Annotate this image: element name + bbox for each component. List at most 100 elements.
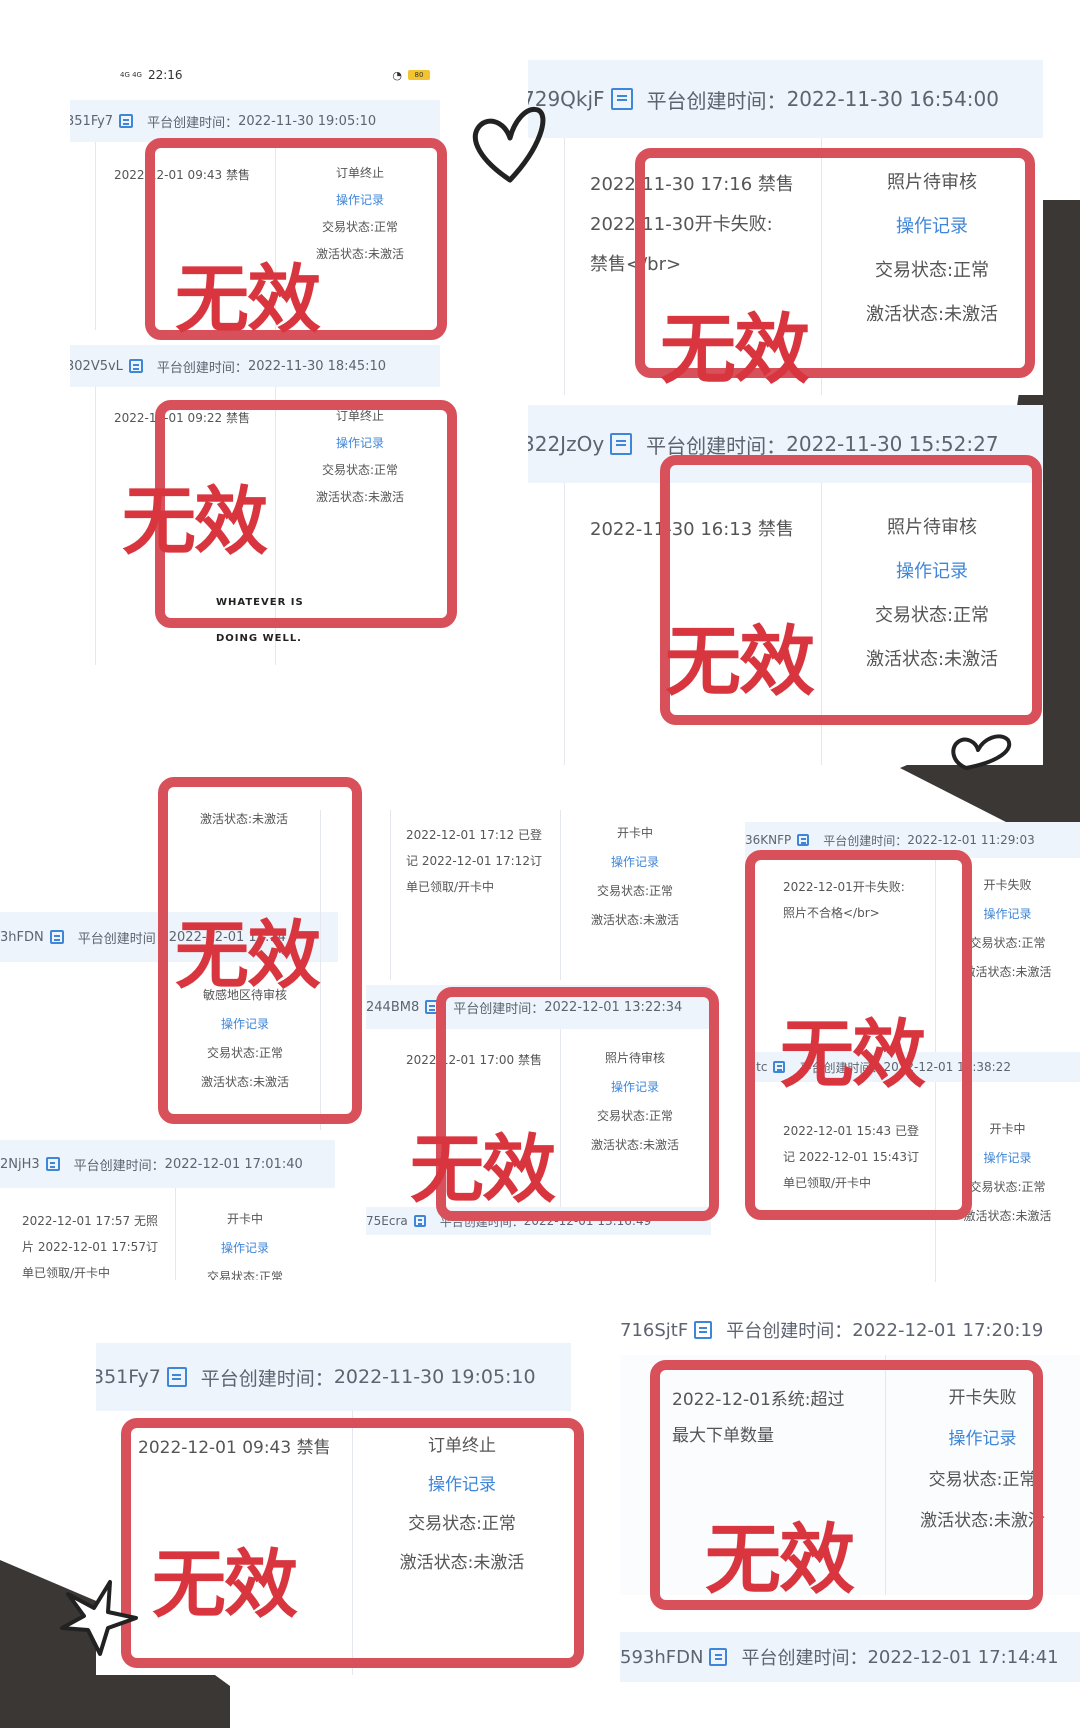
order-status: 照片待审核	[887, 517, 977, 538]
created-label: 平台创建时间：	[726, 1321, 853, 1342]
ops-record-link[interactable]: 操作记录	[948, 1429, 1017, 1449]
invalid-stamp: 无效	[780, 1012, 926, 1098]
order-log-line: 2022-12-01系统:超过	[672, 1390, 845, 1410]
created-label: 平台创建时间：	[799, 1060, 884, 1075]
order-log-line: 2022-12-01 09:43 禁售	[138, 1438, 331, 1458]
activation-status: 激活状态:未激活	[865, 649, 999, 670]
battery-icon: 80	[408, 70, 430, 80]
invalid-stamp: 无效	[705, 1515, 855, 1604]
ops-record-link[interactable]: 操作记录	[983, 907, 1032, 921]
order-code: 2NjH3	[0, 1156, 40, 1172]
ops-record-link[interactable]: 操作记录	[335, 193, 384, 207]
ops-record-link[interactable]: 操作记录	[220, 1241, 269, 1255]
caption-line-2: DOING WELL.	[216, 633, 302, 644]
card-header: 351Fy7 平台创建时间： 2022-11-30 19:05:10	[96, 1343, 571, 1411]
order-log-line: 最大下单数量	[672, 1426, 774, 1446]
created-time: 2022-11-30 19:05:10	[333, 1366, 536, 1388]
activation-status: 激活状态:未激活	[920, 1511, 1045, 1531]
created-time: 2022-12-01 11:29:03	[907, 833, 1035, 847]
order-status: 订单终止	[335, 409, 384, 423]
status-column: 开卡失败 操作记录 交易状态:正常 激活状态:未激活	[885, 1383, 1080, 1531]
created-time: 2022-12-01 13:22:34	[544, 999, 683, 1015]
card-body: 2022-12-01系统:超过 最大下单数量 开卡失败 操作记录 交易状态:正常…	[620, 1355, 1080, 1595]
highlight-box	[158, 777, 362, 1124]
copy-icon[interactable]	[694, 1321, 713, 1339]
card-body: 2022-11-30 16:13 禁售 照片待审核 操作记录 交易状态:正常 激…	[528, 483, 1043, 765]
created-time: 2022-11-30 15:52:27	[786, 432, 999, 456]
created-label: 平台创建时间：	[823, 833, 908, 848]
ops-record-link[interactable]: 操作记录	[428, 1475, 496, 1495]
activation-status: 激活状态:未激活	[200, 1075, 290, 1089]
ops-record-link[interactable]: 操作记录	[335, 436, 384, 450]
order-status: 开卡中	[226, 1212, 263, 1226]
trade-status: 交易状态:正常	[969, 936, 1046, 950]
wifi-icon: ◔	[392, 68, 402, 82]
status-column: 照片待审核 操作记录 交易状态:正常 激活状态:未激活	[821, 513, 1043, 671]
ops-record-link[interactable]: 操作记录	[896, 216, 968, 237]
created-label: 平台创建时间：	[453, 1001, 545, 1017]
trade-status: 交易状态:正常	[596, 1109, 674, 1123]
order-card-c3: 729QkjF 平台创建时间： 2022-11-30 16:54:00 2022…	[528, 60, 1043, 395]
copy-icon[interactable]	[610, 88, 633, 110]
order-code: 351Fy7	[96, 1366, 161, 1388]
created-label: 平台创建时间：	[646, 88, 787, 113]
order-card-c5: 激活状态:未激活 3hFDN 平台创建时间： 2022-12-01 17:14 …	[0, 810, 338, 1130]
activation-status: 激活状态:未激活	[315, 490, 405, 504]
ops-record-link[interactable]: 操作记录	[896, 561, 968, 582]
order-status: 照片待审核	[887, 172, 977, 193]
order-log-line: 2022-11-30 16:13 禁售	[590, 519, 794, 540]
status-column: 开卡中 操作记录 交易状态:正常	[175, 1210, 315, 1280]
copy-icon[interactable]	[166, 1367, 187, 1387]
order-code: 729QkjF	[528, 87, 605, 111]
order-card-c8: 36KNFP 平台创建时间： 2022-12-01 11:29:03 2022-…	[745, 822, 1080, 1052]
activation-status: 激活状态:未激活	[200, 812, 289, 826]
card-header: 2NjH3 平台创建时间： 2022-12-01 17:01:40	[0, 1140, 335, 1188]
highlight-box	[155, 400, 457, 628]
order-card-c12: 351Fy7 平台创建时间： 2022-11-30 19:05:10 2022-…	[96, 1343, 571, 1675]
status-column: 订单终止 操作记录 交易状态:正常 激活状态:未激活	[352, 1431, 571, 1573]
signal-icon: 4G 4G	[120, 71, 142, 79]
trade-status: 交易状态:正常	[321, 463, 399, 477]
ops-record-link[interactable]: 操作记录	[220, 1017, 269, 1031]
created-time: 2022-11-30 19:05:10	[238, 113, 377, 129]
copy-icon[interactable]	[49, 930, 64, 944]
order-code: 351Fy7	[70, 113, 114, 129]
order-card-c6: 2022-12-01 17:12 已登 记 2022-12-01 17:12订 …	[390, 810, 710, 980]
order-log-line: 2022-12-01开卡失败:	[783, 880, 905, 894]
activation-status: 激活状态:未激活	[315, 247, 405, 261]
copy-icon[interactable]	[45, 1157, 60, 1171]
trade-status: 交易状态:正常	[321, 220, 399, 234]
order-status: 开卡失败	[983, 878, 1032, 892]
created-time: 2022-11-30 18:45:10	[247, 358, 387, 374]
copy-icon[interactable]	[797, 834, 810, 846]
order-code: 244BM8	[366, 999, 420, 1015]
copy-icon[interactable]	[128, 359, 143, 373]
trade-status: 交易状态:正常	[874, 605, 990, 626]
highlight-box	[635, 148, 1035, 378]
created-label: 平台创建时间：	[646, 433, 787, 458]
order-log-line: 2022-12-01 17:12 已登	[406, 828, 542, 842]
copy-icon[interactable]	[413, 1215, 426, 1227]
copy-icon[interactable]	[610, 433, 633, 455]
order-status: 敏感地区待审核	[202, 988, 287, 1002]
order-code: 322JzOy	[528, 432, 605, 456]
activation-status: 激活状态:未激活	[963, 1209, 1052, 1223]
order-status: 照片待审核	[604, 1051, 665, 1065]
order-log-line: 2022-12-01 09:22 禁售	[114, 411, 250, 425]
heart-doodle-icon	[951, 734, 1012, 770]
card-header: 593hFDN 平台创建时间： 2022-12-01 17:14:41	[620, 1632, 1080, 1682]
copy-icon[interactable]	[773, 1061, 786, 1073]
order-status: 开卡失败	[948, 1388, 1017, 1408]
activation-status: 激活状态:未激活	[399, 1553, 525, 1573]
copy-icon[interactable]	[709, 1648, 728, 1666]
created-time: 2022-11-30 16:54:00	[786, 87, 999, 111]
invalid-stamp: 无效	[175, 913, 321, 999]
order-status: 开卡中	[616, 826, 653, 840]
order-code: 36KNFP	[745, 833, 792, 847]
highlight-box	[650, 1360, 1043, 1610]
ops-record-link[interactable]: 操作记录	[610, 855, 659, 869]
ops-record-link[interactable]: 操作记录	[983, 1151, 1032, 1165]
ops-record-link[interactable]: 操作记录	[610, 1080, 659, 1094]
copy-icon[interactable]	[119, 114, 134, 128]
order-status: 订单终止	[335, 166, 384, 180]
